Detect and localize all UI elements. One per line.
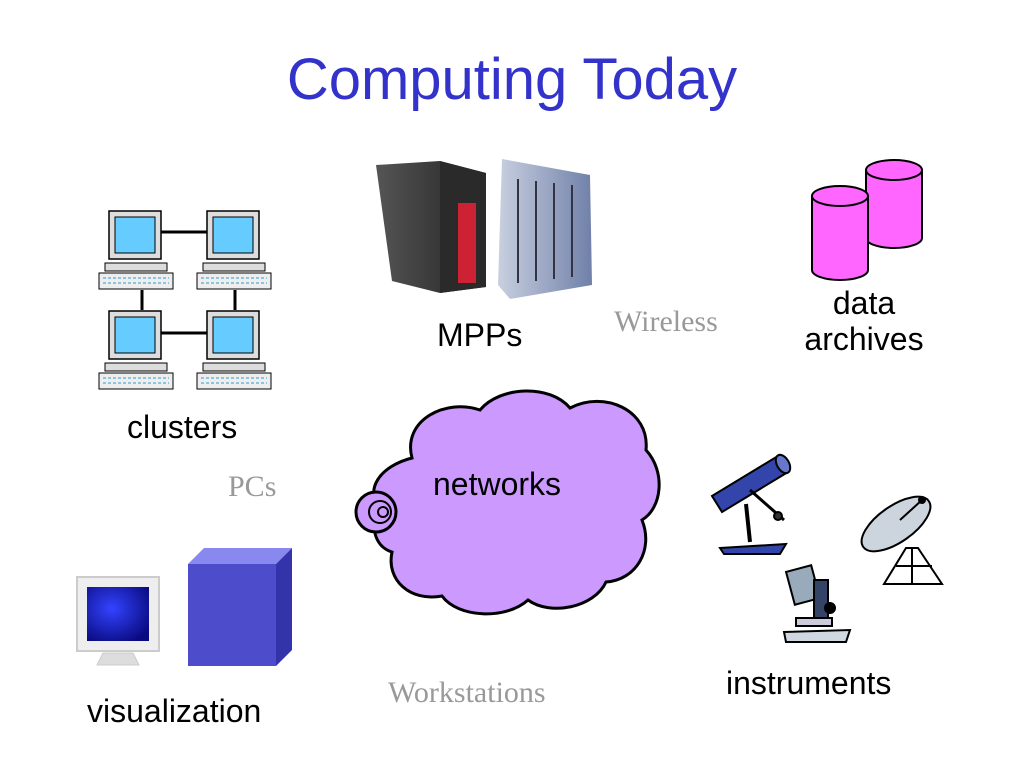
supercomputer-icon — [376, 159, 592, 299]
monitor-icon — [76, 576, 160, 666]
network-cloud-icon — [354, 389, 661, 616]
cluster-pc-icon — [98, 210, 272, 390]
instruments-label: instruments — [726, 665, 892, 701]
workstations-label: Workstations — [388, 676, 546, 709]
data-archives-line2: archives — [804, 321, 924, 357]
visualization-label: visualization — [87, 693, 262, 729]
networks-label: networks — [433, 466, 562, 502]
pcs-label: PCs — [228, 470, 277, 503]
data-archives-line1: data — [832, 285, 896, 321]
telescope-icon — [710, 453, 792, 555]
database-cylinder-icon — [811, 159, 923, 281]
cube-icon — [188, 548, 292, 666]
microscope-icon — [782, 563, 852, 643]
satellite-dish-icon — [860, 495, 944, 585]
slide-title: Computing Today — [286, 47, 738, 112]
data-archives-label: data archives — [786, 285, 942, 357]
mpps-label: MPPs — [437, 317, 523, 353]
clusters-label: clusters — [127, 409, 238, 445]
wireless-label: Wireless — [614, 305, 718, 338]
